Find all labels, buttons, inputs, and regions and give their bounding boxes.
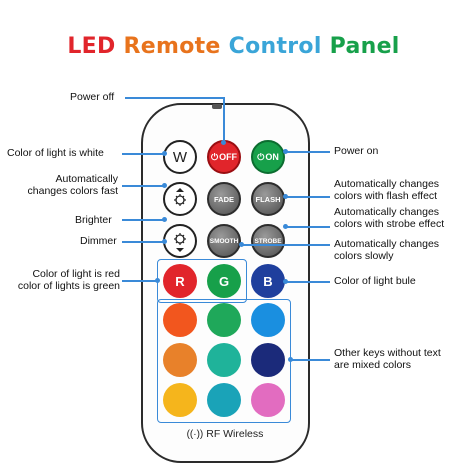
connector-dot — [155, 278, 160, 283]
dimmer-button[interactable] — [163, 224, 197, 258]
connector-dot — [283, 279, 288, 284]
brighter-button[interactable] — [163, 182, 197, 216]
panel-title: LED Remote Control Panel — [0, 34, 467, 59]
color-key-button[interactable] — [207, 343, 241, 377]
connector-line — [291, 359, 330, 361]
red-button[interactable]: R — [163, 264, 197, 298]
label-dimmer: Dimmer — [80, 235, 117, 247]
label-red-line: Color of light is red — [32, 268, 120, 280]
label-green-line: color of lights is green — [17, 280, 120, 292]
connector-dot — [162, 183, 167, 188]
label-strobe-line2: colors with strobe effect — [334, 218, 445, 230]
label-blue: Color of light bule — [334, 275, 416, 287]
connector-dot — [239, 242, 244, 247]
connector-line — [223, 97, 225, 142]
title-word-led: LED — [67, 34, 116, 59]
green-button[interactable]: G — [207, 264, 241, 298]
connector-dot — [283, 224, 288, 229]
connector-line — [285, 226, 330, 228]
connector-line — [122, 185, 164, 187]
title-word-control: Control — [228, 34, 322, 59]
power-off-button[interactable]: ⏻ OFF — [207, 140, 241, 174]
connector-dot — [283, 149, 288, 154]
connector-line — [122, 219, 164, 221]
label-flash-line1: Automatically changes — [334, 178, 440, 190]
title-word-remote: Remote — [123, 34, 221, 59]
label-red-green: Color of light is red color of lights is… — [4, 268, 120, 292]
label-power-off: Power off — [70, 91, 115, 103]
connector-line — [285, 281, 330, 283]
label-strobe: Automatically changes colors with strobe… — [334, 206, 444, 230]
white-button[interactable]: W — [163, 140, 197, 174]
label-slow-line2: colors slowly — [334, 250, 394, 262]
title-word-panel: Panel — [329, 34, 400, 59]
connector-line — [241, 244, 330, 246]
label-slow-line1: Automatically changes — [334, 238, 440, 250]
connector-dot — [162, 239, 167, 244]
power-on-button[interactable]: ⏻ ON — [251, 140, 285, 174]
ir-emitter — [212, 104, 222, 109]
connector-line — [285, 151, 330, 153]
strobe-button[interactable]: STROBE — [251, 224, 285, 258]
label-white: Color of light is white — [7, 147, 104, 159]
label-other-keys: Other keys without text are mixed colors — [334, 347, 441, 371]
connector-dot — [288, 357, 293, 362]
brightness-up-icon — [174, 188, 186, 206]
rf-wireless-label: RF Wireless — [206, 428, 264, 440]
brightness-down-icon — [174, 233, 186, 252]
connector-line — [122, 280, 158, 282]
connector-dot — [162, 151, 167, 156]
label-other-line2: are mixed colors — [334, 359, 412, 371]
label-flash-line2: colors with flash effect — [334, 190, 438, 202]
color-key-button[interactable] — [251, 343, 285, 377]
connector-line — [122, 241, 164, 243]
label-other-line1: Other keys without text — [334, 347, 441, 359]
label-fast-line2: changes colors fast — [27, 185, 118, 197]
power-icon: ⏻ — [210, 151, 219, 162]
color-key-button[interactable] — [163, 343, 197, 377]
connector-line — [125, 97, 224, 99]
connector-line — [285, 196, 330, 198]
label-fast: Automatically changes colors fast — [10, 173, 118, 197]
label-fast-line1: Automatically — [55, 173, 118, 185]
flash-button[interactable]: FLASH — [251, 182, 285, 216]
wireless-icon: ((·)) — [186, 429, 204, 440]
power-on-label: ON — [265, 152, 279, 162]
fade-button[interactable]: FADE — [207, 182, 241, 216]
rf-wireless-footer: ((·))RF Wireless — [175, 428, 275, 440]
color-key-button[interactable] — [207, 383, 241, 417]
connector-line — [122, 153, 164, 155]
color-key-button[interactable] — [251, 303, 285, 337]
color-key-button[interactable] — [163, 383, 197, 417]
power-off-label: OFF — [219, 152, 238, 162]
label-flash: Automatically changes colors with flash … — [334, 178, 439, 202]
color-key-button[interactable] — [251, 383, 285, 417]
connector-dot — [283, 194, 288, 199]
color-key-button[interactable] — [207, 303, 241, 337]
label-strobe-line1: Automatically changes — [334, 206, 440, 218]
label-brighter: Brighter — [75, 214, 112, 226]
blue-button[interactable]: B — [251, 264, 285, 298]
connector-dot — [162, 217, 167, 222]
color-key-button[interactable] — [163, 303, 197, 337]
connector-dot — [221, 140, 226, 145]
power-icon: ⏻ — [257, 151, 265, 162]
label-power-on: Power on — [334, 145, 379, 157]
label-slow: Automatically changes colors slowly — [334, 238, 439, 262]
smooth-button[interactable]: SMOOTH — [207, 224, 241, 258]
